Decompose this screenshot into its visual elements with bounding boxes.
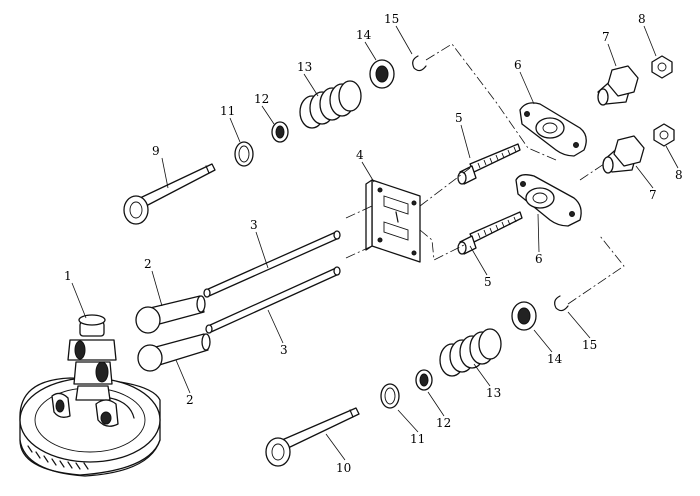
part-rocker-arm-upper — [519, 102, 587, 157]
part-seal-lower — [380, 383, 400, 409]
label-part-2-lower: 2 — [186, 393, 194, 407]
part-nut-upper — [651, 55, 673, 79]
part-rocker-stud-lower — [602, 135, 645, 174]
label-part-3-lower: 3 — [280, 343, 288, 357]
part-valve-lower — [265, 407, 360, 467]
part-retainer-upper — [271, 121, 289, 143]
part-rocker-arm-lower — [515, 174, 582, 227]
label-part-13-lower: 13 — [486, 386, 501, 400]
part-camshaft-gear — [19, 314, 161, 477]
label-part-8-upper: 8 — [638, 12, 646, 26]
label-part-15-lower: 15 — [582, 338, 597, 352]
leader-lines — [71, 25, 679, 461]
part-adjust-screw-upper — [457, 143, 521, 185]
label-part-12-lower: 12 — [436, 416, 451, 430]
label-part-14-upper: 14 — [356, 28, 372, 42]
label-part-8-lower: 8 — [675, 168, 683, 182]
part-spring-seat-lower — [511, 301, 537, 331]
part-tappet-lower — [137, 333, 211, 372]
part-valve-upper — [123, 163, 216, 225]
part-seal-upper — [234, 141, 254, 167]
part-adjust-screw-lower — [457, 211, 523, 255]
label-part-5-upper: 5 — [455, 111, 463, 125]
label-part-7-upper: 7 — [602, 30, 610, 44]
label-part-6-upper: 6 — [514, 58, 522, 72]
gear-teeth — [27, 445, 89, 470]
label-part-13-upper: 13 — [297, 60, 312, 74]
label-part-14-lower: 14 — [547, 352, 563, 366]
label-part-11-lower: 11 — [410, 432, 425, 446]
part-clip-upper — [412, 55, 427, 72]
label-part-7-lower: 7 — [649, 188, 657, 202]
part-push-rod-upper — [203, 230, 341, 298]
part-push-rod-lower — [205, 266, 341, 334]
label-part-6-lower: 6 — [535, 252, 543, 266]
label-part-4: 4 — [356, 148, 364, 162]
label-part-10: 10 — [336, 461, 351, 475]
part-rocker-stud-upper — [597, 65, 639, 106]
part-tappet-upper — [135, 295, 206, 334]
part-spring-seat-upper — [369, 59, 395, 89]
assembly-lines — [345, 43, 625, 305]
part-spring-lower — [439, 328, 502, 377]
label-part-5-lower: 5 — [484, 275, 492, 289]
label-part-11-upper: 11 — [220, 104, 235, 118]
part-guide-plate — [365, 179, 421, 263]
label-part-9: 9 — [152, 144, 160, 158]
part-labels: 1 2 2 3 3 4 5 5 6 6 7 7 8 8 9 10 11 11 1… — [64, 12, 683, 475]
label-part-3-upper: 3 — [250, 218, 258, 232]
label-part-15-upper: 15 — [384, 12, 399, 26]
part-clip-lower — [554, 295, 569, 312]
label-part-1: 1 — [64, 269, 72, 283]
part-nut-lower — [653, 123, 675, 147]
label-part-2-upper: 2 — [144, 257, 152, 271]
part-retainer-lower — [415, 369, 433, 391]
label-part-12-upper: 12 — [254, 92, 269, 106]
part-spring-upper — [299, 80, 362, 129]
